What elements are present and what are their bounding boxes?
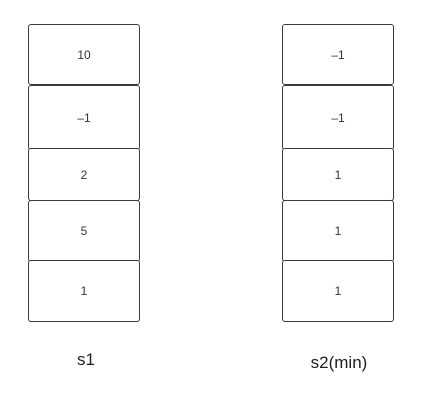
stack-cell: –1	[28, 85, 140, 150]
stack-cell: 1	[282, 260, 394, 322]
stack-cell: –1	[282, 85, 394, 150]
stack-cell: 1	[282, 148, 394, 201]
stack-label-s1: s1	[77, 350, 95, 369]
stack-cell: 10	[28, 24, 140, 85]
stack-label-s2: s2(min)	[310, 353, 368, 372]
stack-cell: –1	[282, 24, 394, 85]
stack-cell: 2	[28, 148, 140, 201]
stack-cell: 1	[28, 260, 140, 322]
stack-cell: 5	[28, 200, 140, 262]
stack-cell: 1	[282, 200, 394, 262]
